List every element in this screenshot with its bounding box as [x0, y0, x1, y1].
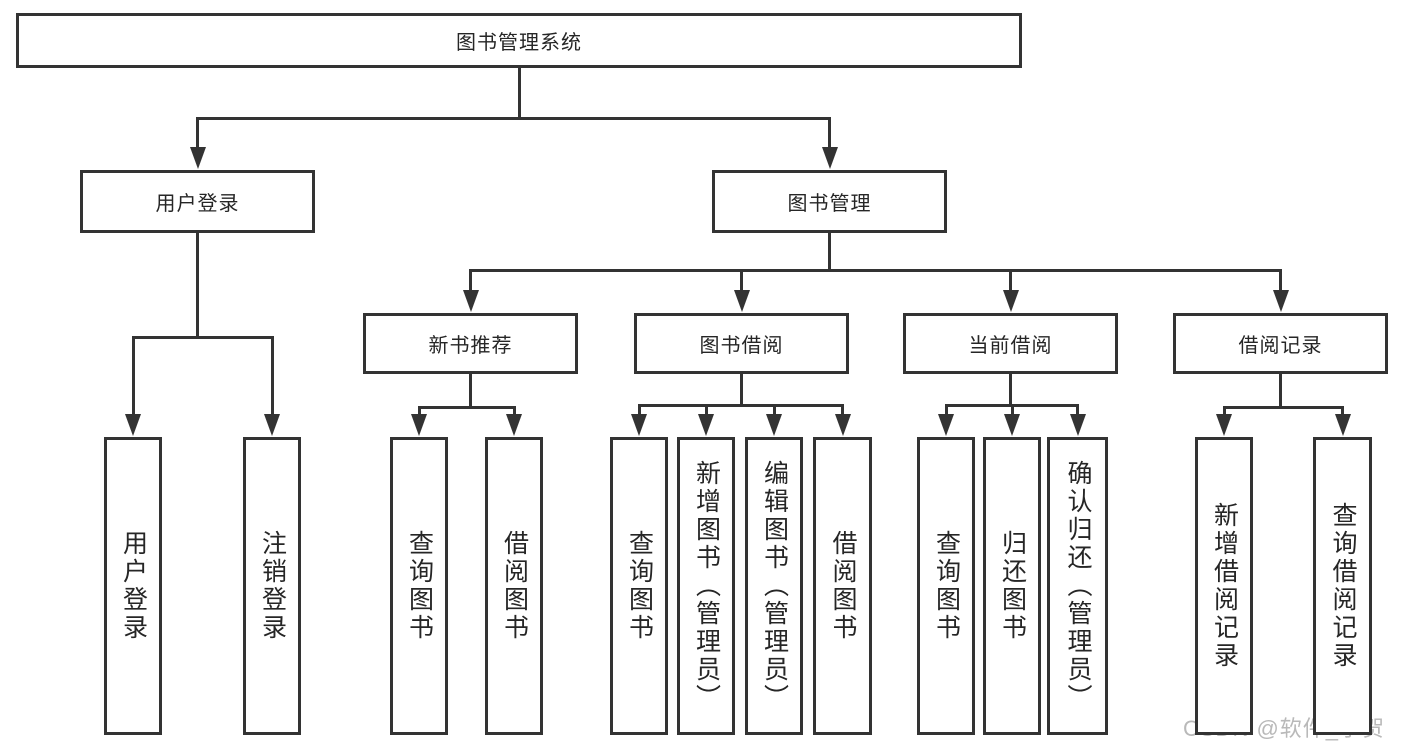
- node-borrow-records: 借阅记录: [1173, 313, 1388, 374]
- connector-stub-bb-edit: [772, 405, 776, 416]
- connector-bar-root: [196, 116, 831, 120]
- connector-stub-rec-borrow: [512, 407, 516, 416]
- connector-stub-bb-query: [637, 405, 641, 416]
- node-leaf-logout: 注销登录: [243, 437, 301, 735]
- node-bb-borrow: 借阅图书: [813, 437, 872, 735]
- connector-stub-br-query: [1341, 407, 1344, 416]
- arrowhead-current-borrow: [1002, 290, 1019, 312]
- arrowhead-cb-query: [938, 414, 954, 436]
- node-new-book-rec: 新书推荐: [363, 313, 578, 374]
- arrowhead-rec-borrow: [506, 414, 522, 436]
- node-leaf-user-login: 用户登录: [104, 437, 162, 735]
- node-user-login: 用户登录: [80, 170, 315, 233]
- arrowhead-book-borrow: [733, 290, 750, 312]
- node-current-borrow: 当前借阅: [903, 313, 1118, 374]
- arrowhead-cb-return: [1004, 414, 1020, 436]
- connector-stub-new-book-rec: [469, 270, 472, 292]
- node-rec-query: 查询图书: [390, 437, 448, 735]
- node-rec-borrow: 借阅图书: [485, 437, 543, 735]
- connector-stub-book-borrow: [740, 270, 743, 292]
- connector-stub-cb-return: [1010, 405, 1014, 416]
- node-bb-query: 查询图书: [610, 437, 668, 735]
- node-bb-add: 新增图书（管理员）: [677, 437, 735, 735]
- arrowhead-cb-confirm: [1069, 414, 1086, 436]
- connector-stub-leaf-user-login: [131, 337, 135, 416]
- connector-stem-user-login: [196, 232, 199, 339]
- node-book-borrow: 图书借阅: [634, 313, 849, 374]
- connector-stem-book-mgmt: [828, 232, 831, 272]
- node-root: 图书管理系统: [16, 13, 1022, 68]
- node-cb-return: 归还图书: [983, 437, 1041, 735]
- node-book-mgmt: 图书管理: [712, 170, 947, 233]
- connector-stem-current-borrow: [1009, 373, 1012, 407]
- connector-bar-book-mgmt: [469, 268, 1282, 272]
- connector-stem-new-book-rec: [469, 373, 472, 409]
- node-br-add: 新增借阅记录: [1195, 437, 1253, 735]
- connector-stub-user-login: [196, 118, 199, 149]
- connector-stub-bb-add: [704, 405, 708, 416]
- connector-bar-new-book-rec: [417, 405, 516, 409]
- node-cb-confirm: 确认归还（管理员）: [1047, 437, 1108, 735]
- arrowhead-bb-add: [698, 414, 714, 436]
- connector-stub-current-borrow: [1009, 270, 1012, 292]
- arrowhead-borrow-records: [1272, 290, 1289, 312]
- connector-stub-book-mgmt: [828, 118, 831, 149]
- connector-stub-rec-query: [417, 407, 421, 416]
- connector-stub-cb-query: [944, 405, 948, 416]
- connector-stub-bb-borrow: [841, 405, 844, 416]
- connector-stem-book-borrow: [740, 373, 743, 407]
- node-bb-edit: 编辑图书（管理员）: [745, 437, 803, 735]
- arrowhead-leaf-logout: [264, 414, 280, 436]
- node-cb-query: 查询图书: [917, 437, 975, 735]
- connector-stem-root: [517, 67, 521, 120]
- arrowhead-rec-query: [411, 414, 427, 436]
- arrowhead-br-add: [1216, 414, 1232, 436]
- arrowhead-br-query: [1334, 414, 1351, 436]
- arrowhead-book-mgmt: [821, 147, 838, 169]
- arrowhead-bb-borrow: [834, 414, 851, 436]
- connector-stub-borrow-records: [1279, 270, 1282, 292]
- connector-bar-book-borrow: [637, 403, 844, 407]
- connector-bar-user-login: [131, 335, 274, 339]
- arrowhead-bb-edit: [766, 414, 782, 436]
- connector-stub-leaf-logout: [270, 337, 274, 416]
- arrowhead-bb-query: [631, 414, 647, 436]
- arrowhead-new-book-rec: [462, 290, 479, 312]
- connector-bar-borrow-records: [1222, 405, 1344, 409]
- node-br-query: 查询借阅记录: [1313, 437, 1372, 735]
- arrowhead-user-login: [189, 147, 206, 169]
- connector-stem-borrow-records: [1279, 373, 1282, 409]
- arrowhead-leaf-user-login: [125, 414, 141, 436]
- connector-stub-cb-confirm: [1076, 405, 1079, 416]
- connector-stub-br-add: [1222, 407, 1226, 416]
